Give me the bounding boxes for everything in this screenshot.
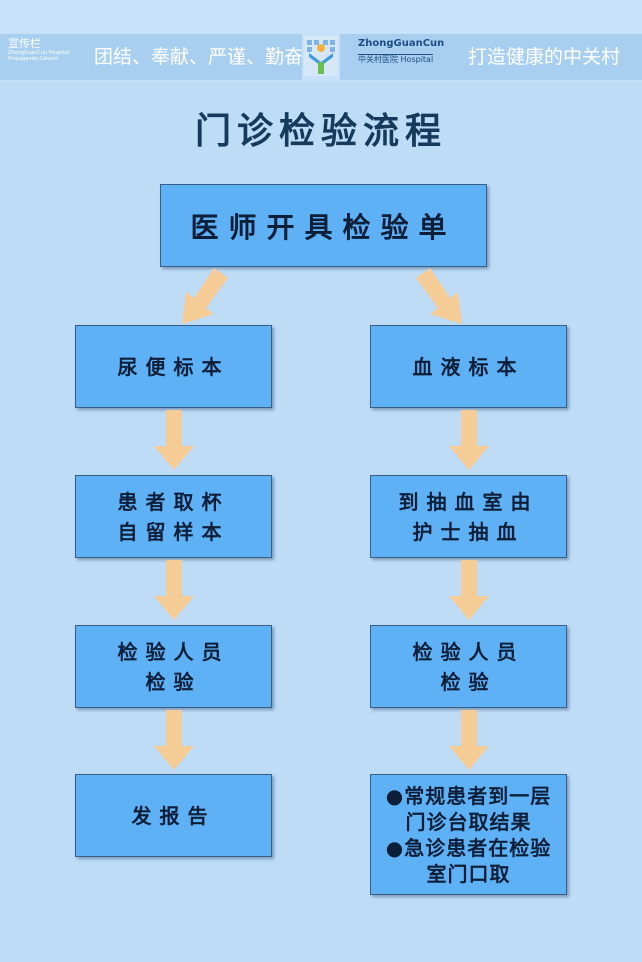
flow-right-final-line-3: ●急诊患者在检验 — [385, 835, 552, 860]
flow-left-step-1-label: 尿便标本 — [117, 354, 230, 379]
flow-right-step-1-label: 血液标本 — [412, 354, 525, 379]
hospital-name-en: ZhongGuanCun — [358, 38, 445, 49]
flow-left-step-3-label: 检验人员检验 — [117, 639, 230, 694]
arrow-left-1-2 — [154, 410, 194, 470]
flow-start-label: 医师开具检验单 — [190, 210, 457, 244]
banner-strip-right — [340, 34, 642, 80]
bulletin-en-1: ZhongGuanCun Hospital — [8, 50, 70, 56]
flow-right-step-3-label: 检验人员检验 — [412, 639, 525, 694]
flow-left-step-2-label: 患者取杯自留样本 — [117, 489, 230, 544]
flow-right-final-line-2: 门诊台取结果 — [405, 809, 532, 834]
arrow-right-2-3 — [449, 560, 489, 620]
hospital-logo-icon — [304, 36, 338, 76]
flow-left-step-3: 检验人员检验 — [75, 625, 272, 708]
flow-right-final-box: ●常规患者到一层 门诊台取结果 ●急诊患者在检验 室门口取 — [370, 774, 567, 895]
flow-left-step-1: 尿便标本 — [75, 325, 272, 408]
bulletin-en-2: Propaganda Column — [8, 56, 59, 62]
arrow-right-1-2 — [449, 410, 489, 470]
flow-left-step-2: 患者取杯自留样本 — [75, 475, 272, 558]
arrow-left-3-4 — [154, 710, 194, 770]
flow-right-step-2: 到抽血室由护士抽血 — [370, 475, 567, 558]
arrow-left-2-3 — [154, 560, 194, 620]
arrow-start-to-left — [182, 268, 228, 324]
bulletin-title: 宣传栏 — [8, 37, 41, 50]
hospital-name-cn: 中关村医院 Hospital — [358, 54, 434, 64]
flow-right-final-line-4: 室门口取 — [426, 861, 511, 886]
flow-right-step-2-label: 到抽血室由护士抽血 — [398, 489, 539, 544]
flow-right-final-line-1: ●常规患者到一层 — [385, 783, 552, 808]
arrow-right-3-4 — [449, 710, 489, 770]
bulletin-label: 宣传栏 ZhongGuanCun Hospital Propaganda Col… — [8, 37, 90, 73]
page-title: 门诊检验流程 — [194, 111, 447, 152]
flow-left-step-4-label: 发报告 — [131, 803, 216, 828]
arrow-start-to-right — [416, 268, 462, 324]
banner-strip-left — [0, 34, 302, 80]
flow-right-step-1: 血液标本 — [370, 325, 567, 408]
header-banner: 宣传栏 ZhongGuanCun Hospital Propaganda Col… — [0, 0, 642, 82]
flow-start-box: 医师开具检验单 — [160, 184, 487, 267]
flow-right-step-3: 检验人员检验 — [370, 625, 567, 708]
slogan-right: 打造健康的中关村 — [468, 46, 621, 68]
flow-left-step-4: 发报告 — [75, 774, 272, 857]
slogan-left: 团结、奉献、严谨、勤奋 — [94, 46, 304, 68]
